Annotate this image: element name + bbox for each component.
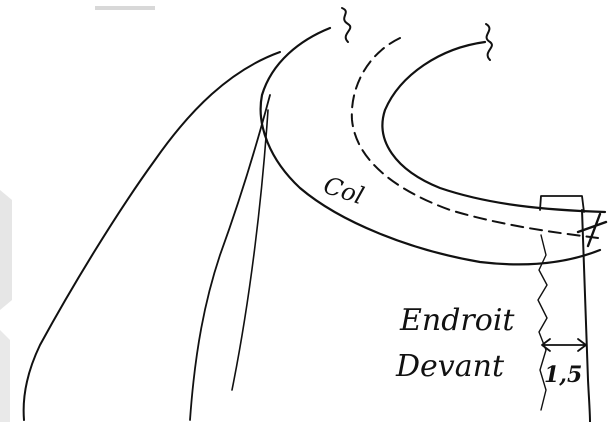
collar-inner-edge	[382, 42, 605, 212]
label-measure: 1,5	[544, 362, 582, 388]
scan-shadow-bottom	[0, 330, 10, 422]
bodice-fold-line	[190, 95, 270, 420]
collar-outer-edge	[261, 28, 600, 264]
break-mark-left	[342, 8, 350, 42]
scan-shadow-top	[0, 190, 12, 310]
bodice-outline	[24, 52, 280, 420]
label-devant: Devant	[395, 349, 505, 384]
collar-stitch-line	[352, 38, 598, 238]
scan-mark-top	[95, 6, 155, 10]
break-mark-right	[486, 24, 492, 60]
label-col: Col	[320, 171, 367, 210]
measure-arrow	[542, 339, 586, 351]
bodice-side-line	[232, 110, 268, 390]
label-endroit: Endroit	[399, 303, 515, 338]
